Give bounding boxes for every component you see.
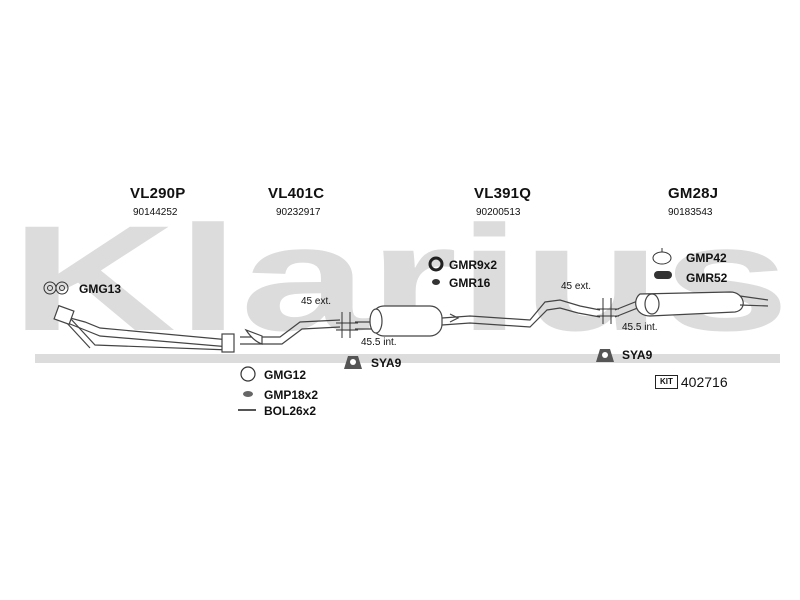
watermark-text: Klarius — [10, 194, 790, 362]
fitting-label-gmr16: GMR16 — [449, 276, 491, 290]
gasket-gmg13-icon — [43, 281, 69, 295]
fitting-label-gmp18x2: GMP18x2 — [264, 388, 319, 402]
centre-silencer — [355, 299, 601, 337]
clamp-gmp42-icon — [652, 248, 672, 265]
joint-a — [336, 312, 358, 338]
front-pipe — [53, 304, 235, 353]
section-number-vl401c: 90232917 — [276, 207, 321, 218]
rubber-gmr16-icon — [432, 279, 440, 285]
fitting-label-gmg12: GMG12 — [264, 368, 307, 382]
ring-gmr9x2-icon — [428, 256, 444, 272]
fitting-label-sya9-b: SYA9 — [622, 348, 653, 362]
measurement-ext-b: 45 ext. — [561, 281, 592, 292]
section-code-gm28j: GM28J — [668, 185, 719, 202]
measurement-ext-a: 45 ext. — [301, 296, 332, 307]
fitting-label-gmr52: GMR52 — [686, 271, 728, 285]
rubber-gmr52-icon — [654, 271, 672, 279]
section-number-vl391q: 90200513 — [476, 207, 521, 218]
section-code-vl401c: VL401C — [268, 185, 325, 202]
section-number-gm28j: 90183543 — [668, 207, 713, 218]
fitting-label-bol26x2: BOL26x2 — [264, 404, 317, 418]
mounting-sya9-a-icon — [344, 356, 362, 369]
section-code-vl290p: VL290P — [130, 185, 186, 202]
rear-silencer — [614, 291, 769, 318]
fitting-label-sya9-a: SYA9 — [371, 356, 402, 370]
mounting-sya9-b-icon — [596, 349, 614, 362]
intermediate-pipe — [240, 319, 341, 345]
watermark-underline — [35, 354, 780, 363]
section-number-vl290p: 90144252 — [133, 207, 178, 218]
kit-number: 402716 — [680, 374, 728, 390]
fitting-label-gmg13: GMG13 — [79, 282, 122, 296]
kit-label: KIT — [655, 375, 678, 389]
fitting-label-gmr9x2: GMR9x2 — [449, 258, 498, 272]
joint-b — [597, 298, 619, 324]
fitting-label-gmp42: GMP42 — [686, 251, 727, 265]
measurement-int-b: 45.5 int. — [622, 322, 658, 333]
section-code-vl391q: VL391Q — [474, 185, 532, 202]
gasket-gmg12-icon — [240, 366, 256, 382]
measurement-int-a: 45.5 int. — [361, 337, 397, 348]
kit-reference: KIT 402716 — [655, 374, 728, 390]
clamp-gmp18x2-icon — [243, 391, 253, 397]
